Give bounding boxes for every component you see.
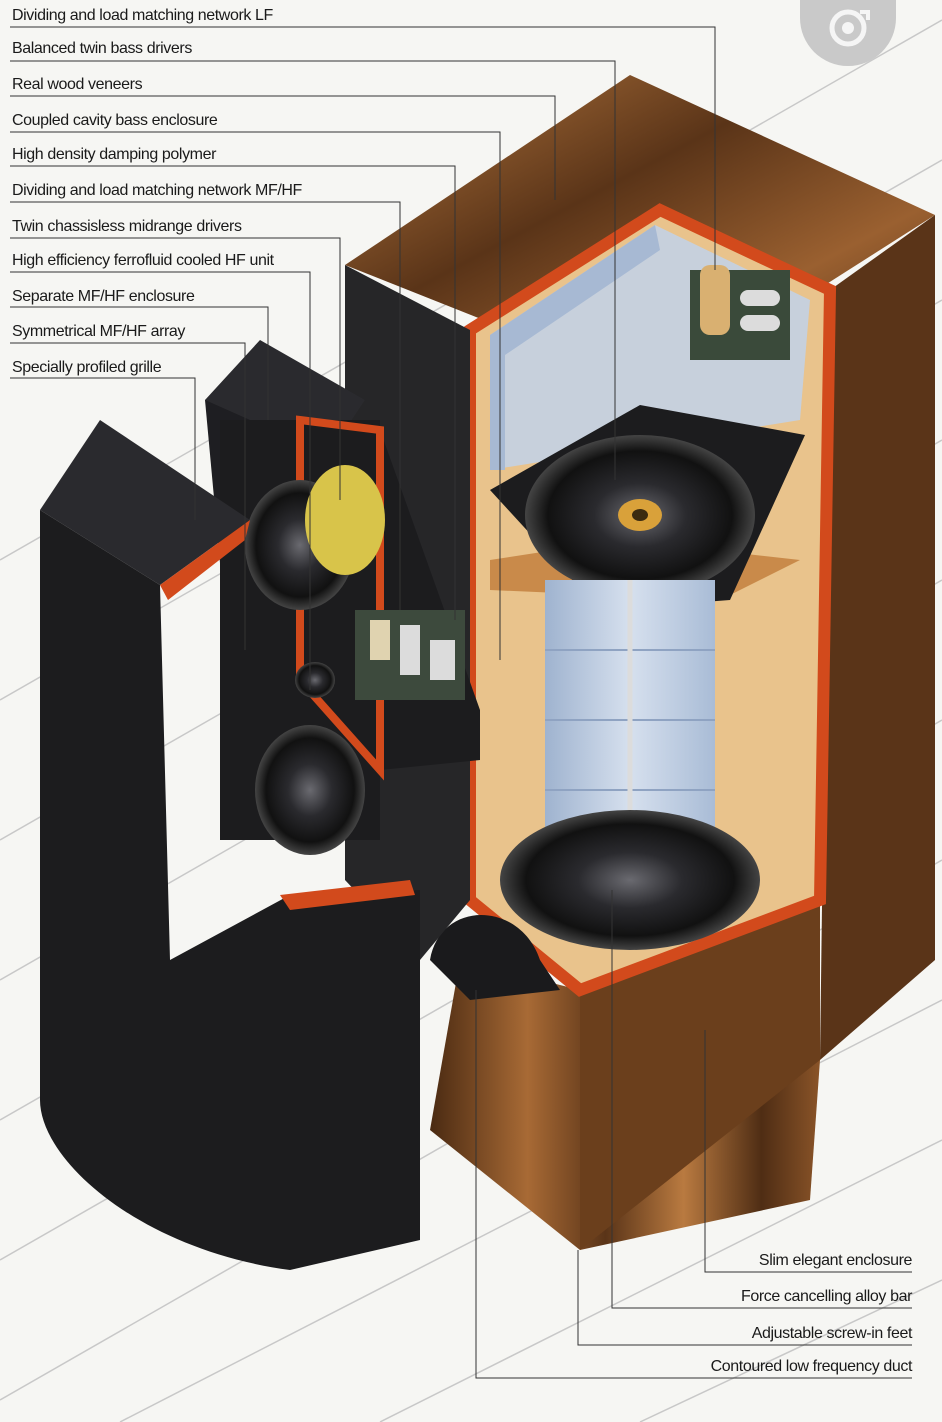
- low-frequency-duct: [430, 915, 560, 1000]
- label-profiled-grille: Specially profiled grille: [12, 359, 162, 376]
- label-mfhf-array: Symmetrical MF/HF array: [12, 323, 186, 340]
- speaker-grille: [40, 420, 420, 1270]
- crossover-lf: [690, 265, 790, 360]
- mf-hf-enclosure: [205, 340, 480, 855]
- wood-cabinet: [345, 75, 935, 1250]
- label-alloy-bar: Force cancelling alloy bar: [740, 1288, 912, 1305]
- label-hf-unit: High efficiency ferrofluid cooled HF uni…: [12, 252, 274, 269]
- label-damping-polymer: High density damping polymer: [12, 146, 217, 163]
- label-dividing-network-lf: Dividing and load matching network LF: [12, 7, 273, 24]
- label-mfhf-enclosure: Separate MF/HF enclosure: [12, 288, 195, 305]
- label-real-wood-veneers: Real wood veneers: [12, 76, 143, 93]
- label-lf-duct: Contoured low frequency duct: [710, 1358, 913, 1375]
- bass-driver-upper: [490, 405, 805, 610]
- leader-lines-right: [475, 890, 912, 1379]
- label-screw-in-feet: Adjustable screw-in feet: [751, 1325, 913, 1342]
- label-midrange-drivers: Twin chassisless midrange drivers: [12, 218, 242, 235]
- bass-driver-lower: [500, 810, 760, 950]
- label-balanced-bass-drivers: Balanced twin bass drivers: [12, 40, 192, 57]
- label-slim-enclosure: Slim elegant enclosure: [758, 1252, 912, 1269]
- leader-lines-left: [10, 26, 716, 690]
- label-dividing-network-mfhf: Dividing and load matching network MF/HF: [12, 182, 302, 199]
- label-coupled-cavity: Coupled cavity bass enclosure: [12, 112, 218, 129]
- lens-search-icon[interactable]: [800, 0, 896, 66]
